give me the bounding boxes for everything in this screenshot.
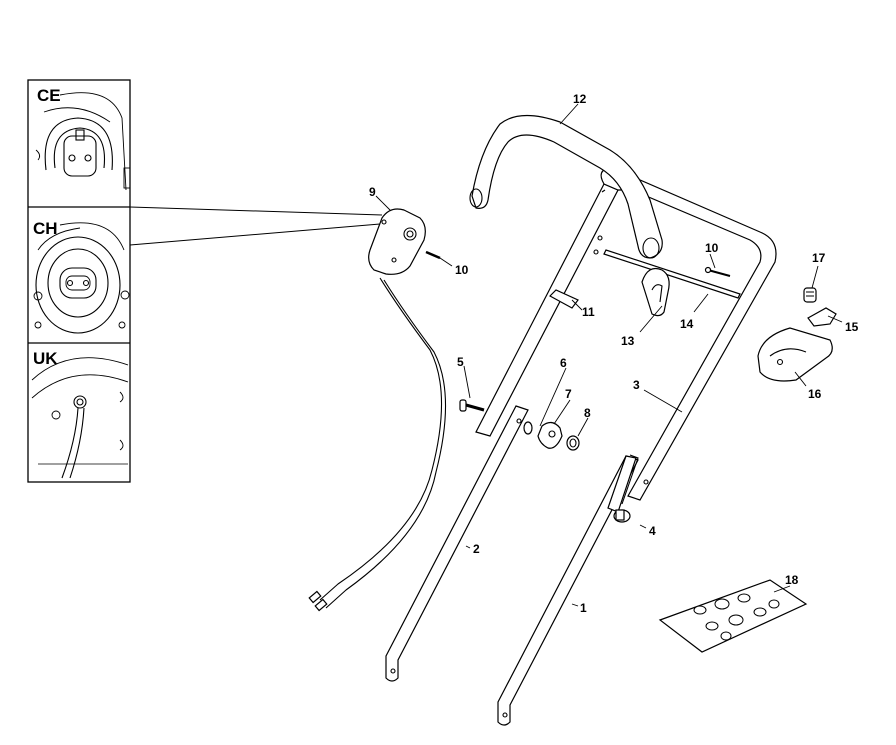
cable-guide [641, 267, 670, 317]
callout-15: 15 [845, 320, 859, 334]
callout-14: 14 [680, 317, 694, 331]
callout-17: 17 [812, 251, 826, 265]
power-cable [308, 277, 447, 612]
zoom-line-top [129, 206, 383, 216]
callout-12: 12 [573, 92, 587, 106]
ce-plug-inset [35, 92, 131, 191]
callout-2: 2 [473, 542, 480, 556]
plug-insets: CE CH UK [27, 79, 131, 483]
ch-plug-inset [33, 222, 130, 334]
callout-labels: 1 2 3 4 5 6 7 8 9 10 10 11 12 13 14 15 1… [369, 92, 859, 615]
callout-16: 16 [808, 387, 822, 401]
callout-10-left: 10 [455, 263, 469, 277]
washer-6 [523, 421, 533, 435]
callout-6: 6 [560, 356, 567, 370]
callout-3: 3 [633, 378, 640, 392]
callout-11: 11 [582, 305, 595, 319]
housing-16 [757, 327, 833, 382]
lower-handle-left [385, 405, 529, 682]
uk-plug-inset [31, 357, 129, 479]
switch-box [368, 208, 426, 275]
lever-15 [807, 307, 837, 327]
callout-9: 9 [369, 185, 376, 199]
pin-10-right [704, 266, 731, 277]
callout-4: 4 [649, 524, 656, 538]
inset-label-ch: CH [33, 219, 58, 238]
callout-1: 1 [580, 601, 587, 615]
callout-10-right: 10 [705, 241, 719, 255]
callout-13: 13 [621, 334, 635, 348]
callout-8: 8 [584, 406, 591, 420]
knob-7 [537, 421, 563, 449]
callout-5: 5 [457, 355, 464, 369]
switch-screw [425, 250, 441, 260]
callout-18: 18 [785, 573, 799, 587]
inset-label-uk: UK [33, 349, 58, 368]
hardware-bag [658, 579, 808, 653]
callout-7: 7 [565, 387, 572, 401]
zoom-line-bottom [129, 223, 381, 246]
top-handle [469, 114, 663, 259]
spring-17 [803, 287, 817, 303]
lower-handle-right [497, 454, 639, 726]
leader-lines [375, 103, 843, 607]
inset-label-ce: CE [37, 86, 61, 105]
cable-bar [603, 249, 741, 299]
nut-8 [566, 435, 580, 451]
knob-4 [613, 509, 631, 523]
bolt-5 [459, 399, 485, 412]
